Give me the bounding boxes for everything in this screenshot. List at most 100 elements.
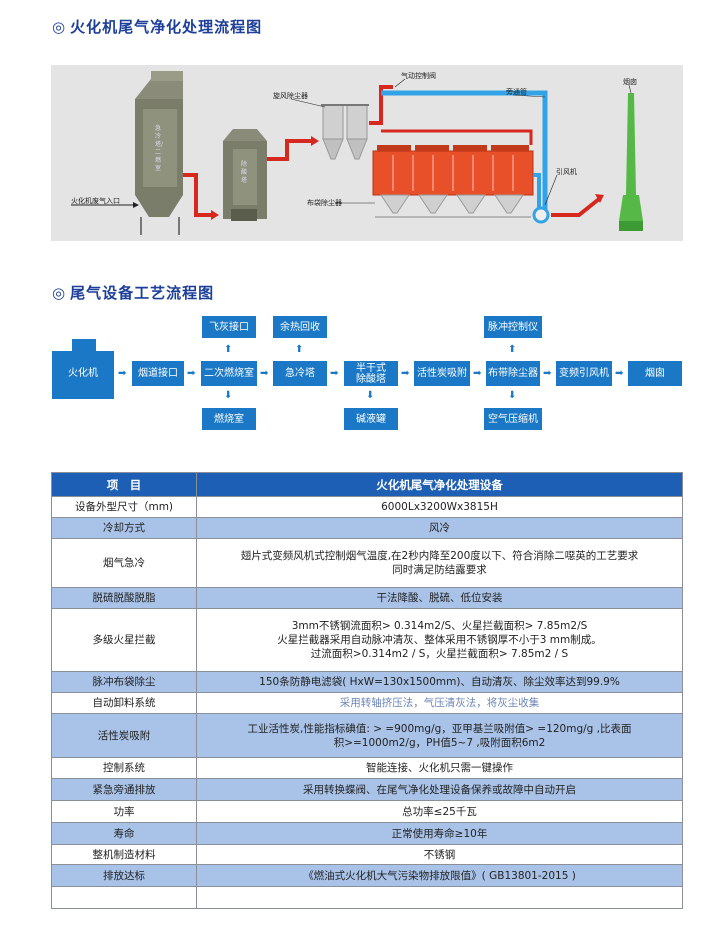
row-value-line: 风冷 [429,522,450,534]
row-name: 排放达标 [51,864,197,887]
row-value-line: 采用转轴挤压法，气压清灰法，将灰尘收集 [339,697,540,709]
chimney-shape [626,93,636,195]
row-value-line: 智能连接、火化机只需一键操作 [366,762,513,774]
circle-bullet-icon: ◎ [52,284,67,302]
fan-shape [532,206,550,224]
arrow-right-icon: ➡ [187,368,196,379]
row-value-line: 采用转换蝶阀、在尾气净化处理设备保养或故障中自动开启 [303,783,576,796]
flow-pulse-controller: 脉冲控制仪 [484,316,542,338]
row-name [51,886,197,909]
flow-air-compressor: 空气压缩机 [484,408,542,430]
row-value: 总功率≤25千瓦 [196,800,683,823]
bypass-pipe [381,90,548,211]
quench-tower-hopper [135,195,183,217]
row-value: 智能连接、火化机只需一键操作 [196,757,683,779]
row-value-line: 翅片式变频风机式控制烟气温度,在2秒内降至200度以下、符合消除二噁英的工艺要求 [240,550,639,562]
row-name: 紧急旁通排放 [51,778,197,801]
row-value: 工业活性炭,性能指标碘值: > =900mg/g，亚甲基兰吸附值> =120mg… [196,713,683,758]
equipment-illustration [71,71,643,235]
table-header-row: 项 目 火化机尾气净化处理设备 [51,472,683,497]
row-value-line: 正常使用寿命≥10年 [391,827,488,840]
row-name: 整机制造材料 [51,844,197,865]
flow-carbon: 活性炭吸附 [414,361,470,386]
row-name: 寿命 [51,822,197,845]
table-row [51,886,683,909]
row-value: 干法降酸、脱硫、低位安装 [196,587,683,609]
flow-fly-ash: 飞灰接口 [202,316,256,338]
table-row: 紧急旁通排放 采用转换蝶阀、在尾气净化处理设备保养或故障中自动开启 [51,778,683,801]
arrow-down-icon: ⬇ [224,390,233,401]
flow-bag-filter: 布带除尘器 [486,361,540,386]
arrow-down-icon: ⬇ [508,390,517,401]
table-row: 自动卸料系统 采用转轴挤压法，气压清灰法，将灰尘收集 [51,692,683,714]
arrow-right-icon: ➡ [118,368,127,379]
row-value: 翅片式变频风机式控制烟气温度,在2秒内降至200度以下、符合消除二噁英的工艺要求… [196,538,683,588]
row-value: 不锈钢 [196,844,683,865]
section1-title: ◎火化机尾气净化处理流程图 [52,18,263,36]
flow-alkali-tank: 碱液罐 [344,408,398,430]
row-value-line: 过流面积>0.314m2 / S，火星拦截面积> 7.85m2 / S [310,648,569,660]
arrow-right-icon: ➡ [543,368,552,379]
row-name: 脱硫脱酸脱脂 [51,587,197,609]
row-value-line: 总功率≤25千瓦 [402,805,477,818]
table-row: 烟气急冷翅片式变频风机式控制烟气温度,在2秒内降至200度以下、符合消除二噁英的… [51,538,683,588]
flow-quench: 急冷塔 [273,361,327,386]
red-pipe-1 [183,173,213,217]
row-value-line: 同时满足防结露要求 [392,564,487,576]
table-row: 整机制造材料 不锈钢 [51,844,683,865]
arrow-right-icon: ➡ [401,368,410,379]
spec-table: 项 目 火化机尾气净化处理设备 设备外型尺寸（mm)6000Lx3200Wx38… [51,472,683,909]
table-row: 寿命 正常使用寿命≥10年 [51,822,683,845]
tower1-text: 急冷塔/二燃室 [155,125,164,172]
row-name: 控制系统 [51,757,197,779]
flow-chimney: 烟囱 [628,361,682,386]
table-row: 排放达标《燃油式火化机大气污染物排放限值》( GB13801-2015 ) [51,864,683,887]
table-header-equipment: 火化机尾气净化处理设备 [196,472,683,497]
arrow-right-icon: ➡ [615,368,624,379]
row-value-line: 积>=1000m2/g，PH值5~7 ,吸附面积6m2 [333,736,546,749]
section2-title: ◎尾气设备工艺流程图 [52,284,215,302]
row-value-line: 150条防静电滤袋( HxW=130x1500mm)、自动清灰、除尘效率达到99… [259,676,620,688]
chimney-label: 烟囱 [623,78,637,86]
quench-tower-panel [143,109,177,187]
flow-semi-dry-tower: 半干式除酸塔 [344,361,398,386]
row-value: 《燃油式火化机大气污染物排放限值》( GB13801-2015 ) [196,864,683,887]
flow-burner: 燃烧室 [202,408,256,430]
flow-secondary-chamber: 二次燃烧室 [201,361,257,386]
row-value-line: 干法降酸、脱硫、低位安装 [376,592,503,604]
table-row: 活性炭吸附 工业活性炭,性能指标碘值: > =900mg/g，亚甲基兰吸附值> =… [51,713,683,758]
fan-label: 引风机 [556,168,577,176]
arrow-up-icon: ⬆ [295,344,304,355]
arrow-up-icon: ⬆ [224,344,233,355]
bypass-label: 旁通管 [506,88,527,96]
arrow-right-icon: ➡ [473,368,482,379]
row-name: 自动卸料系统 [51,692,197,714]
pneumatic-valve-label: 气动控制阀 [401,72,436,80]
cyclone-label: 旋风除尘器 [273,92,308,100]
arrow-down-icon: ⬇ [366,390,375,401]
table-row: 脱硫脱酸脱脂 干法降酸、脱硫、低位安装 [51,587,683,609]
inlet-label: 火化机废气入口 [71,197,120,205]
row-name: 冷却方式 [51,517,197,539]
row-value-line: 3mm不锈钢流面积> 0.314m2/S、火星拦截面积> 7.85m2/S [291,620,588,632]
table-row: 设备外型尺寸（mm)6000Lx3200Wx3815H [51,496,683,518]
quench-tower-top [135,79,183,99]
table-row: 控制系统 智能连接、火化机只需一键操作 [51,757,683,779]
arrow-right-icon: ➡ [260,368,269,379]
arrow-right-icon: ➡ [330,368,339,379]
row-name: 活性炭吸附 [51,713,197,758]
flow-vfd-fan: 变频引风机 [556,361,612,386]
row-value-line: 火星拦截器采用自动脉冲清灰、整体采用不锈钢厚不小于3 mm制成。 [277,634,602,646]
row-name: 功率 [51,800,197,823]
equipment-diagram: 气动控制阀 旋风除尘器 旁通管 烟囱 引风机 火化机废气入口 布袋除尘器 急冷塔… [51,65,683,241]
row-name: 烟气急冷 [51,538,197,588]
bag-filter-label: 布袋除尘器 [307,199,342,207]
row-name: 设备外型尺寸（mm) [51,496,197,518]
tower2-text: 除酸塔 [241,161,248,184]
row-value: 采用转换蝶阀、在尾气净化处理设备保养或故障中自动开启 [196,778,683,801]
row-value-line: 不锈钢 [423,848,456,861]
table-row: 功率 总功率≤25千瓦 [51,800,683,823]
row-value-line: 工业活性炭,性能指标碘值: > =900mg/g，亚甲基兰吸附值> =120mg… [247,722,632,735]
